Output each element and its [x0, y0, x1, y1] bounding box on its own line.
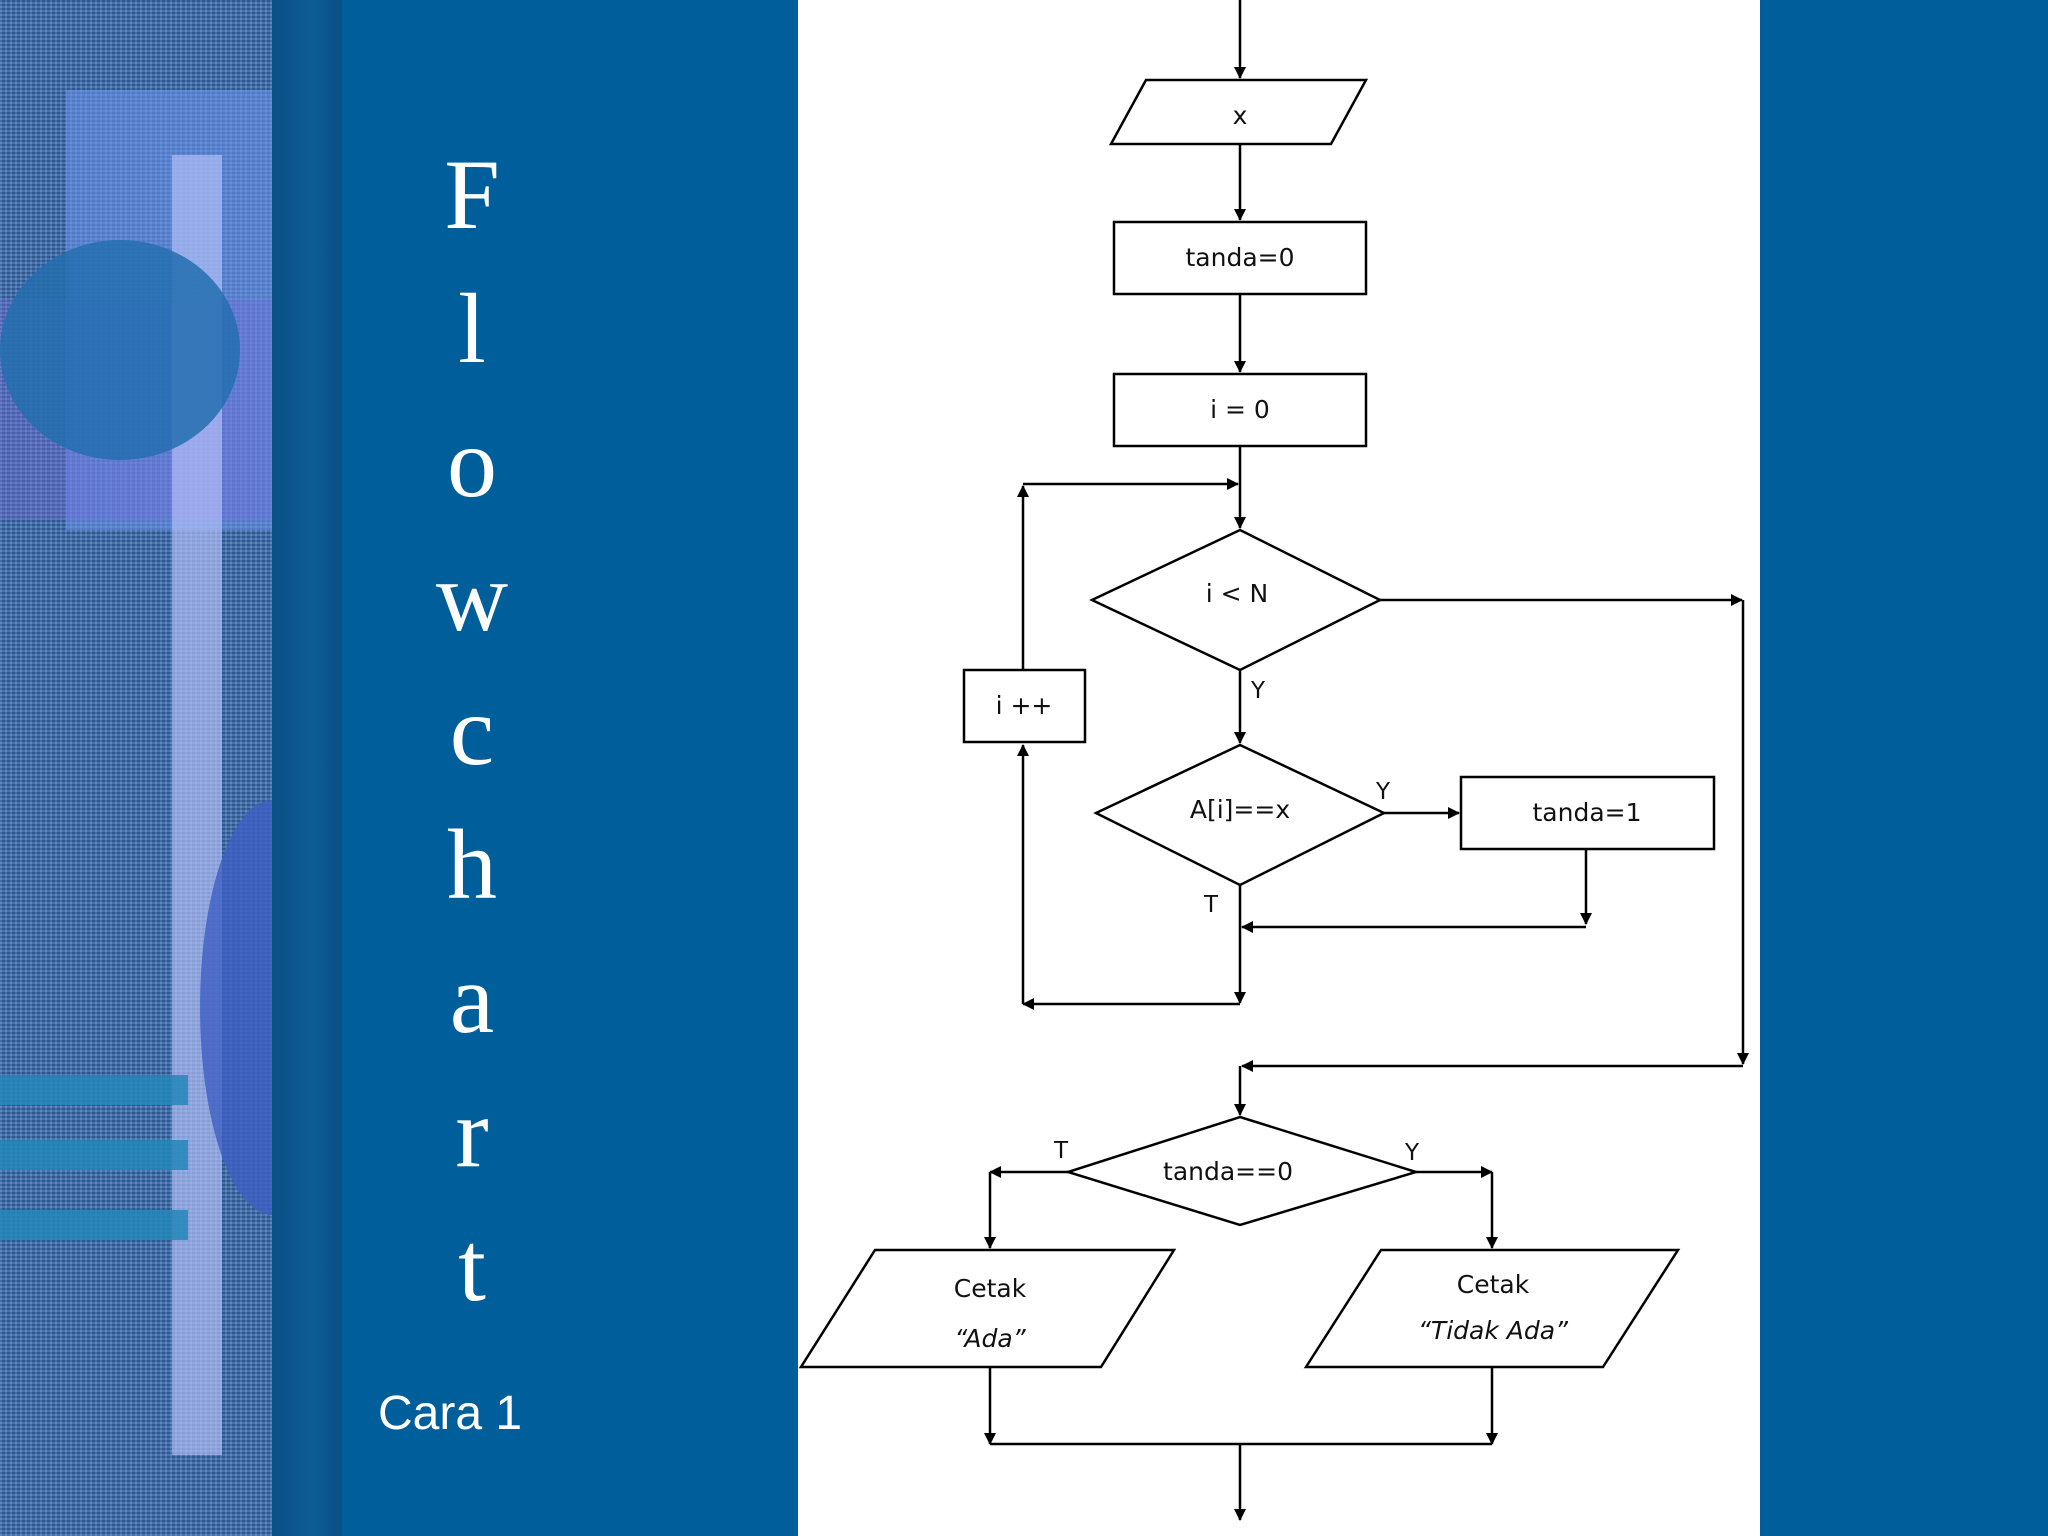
title-letter: w — [435, 541, 509, 652]
final-check-label: tanda==0 — [1163, 1157, 1293, 1186]
output-tidak-ada-line1: Cetak — [1457, 1270, 1530, 1299]
output-ada-line1: Cetak — [954, 1274, 1027, 1303]
set-tanda-box — [1459, 775, 1716, 851]
increment-box — [962, 668, 1087, 744]
final-decision-diamond — [1063, 1115, 1421, 1227]
input-x-parallelogram — [1108, 78, 1369, 146]
tanda-init-label: tanda=0 — [1185, 243, 1294, 272]
decor-stripe — [0, 1210, 188, 1240]
title-letter: c — [449, 675, 495, 786]
decor-stripe — [0, 1075, 188, 1105]
flowchart-panel — [798, 0, 1760, 1536]
decor-stripe — [0, 1140, 188, 1170]
increment-label: i ++ — [996, 691, 1053, 720]
title-letter: l — [458, 273, 486, 384]
compare-label: A[i]==x — [1190, 795, 1290, 824]
decor-circle — [0, 240, 240, 460]
title-letter: o — [447, 407, 497, 518]
input-x-label: x — [1233, 101, 1248, 130]
title-letter: h — [447, 809, 497, 920]
output-tidak-ada-parallelogram — [1303, 1248, 1681, 1369]
title-letter: F — [444, 139, 500, 250]
loop-condition-label: i < N — [1206, 579, 1269, 608]
textured-side-strip — [0, 0, 272, 1536]
compare-no-label: T — [1203, 892, 1219, 918]
title-letter: t — [458, 1211, 486, 1322]
set-tanda-label: tanda=1 — [1532, 798, 1641, 827]
final-yes-label: Y — [1404, 1140, 1420, 1166]
final-no-label: T — [1053, 1138, 1069, 1164]
title-letter: r — [455, 1077, 489, 1188]
slide-subtitle: Cara 1 — [378, 1387, 523, 1440]
dark-vertical-band — [272, 0, 342, 1536]
i-init-label: i = 0 — [1210, 395, 1270, 424]
title-letter: a — [449, 943, 495, 1054]
output-ada-parallelogram — [798, 1248, 1177, 1369]
output-tidak-ada-line2: “Tidak Ada” — [1418, 1316, 1569, 1345]
output-ada-line2: “Ada” — [954, 1324, 1026, 1353]
loop-yes-label: Y — [1250, 678, 1266, 704]
slide-title: F l o w c h a r t — [412, 128, 532, 1334]
compare-yes-label: Y — [1375, 779, 1391, 805]
flowchart-diagram: x tanda=0 i = 0 i < N i ++ A[i]==x tanda… — [798, 0, 1749, 1521]
